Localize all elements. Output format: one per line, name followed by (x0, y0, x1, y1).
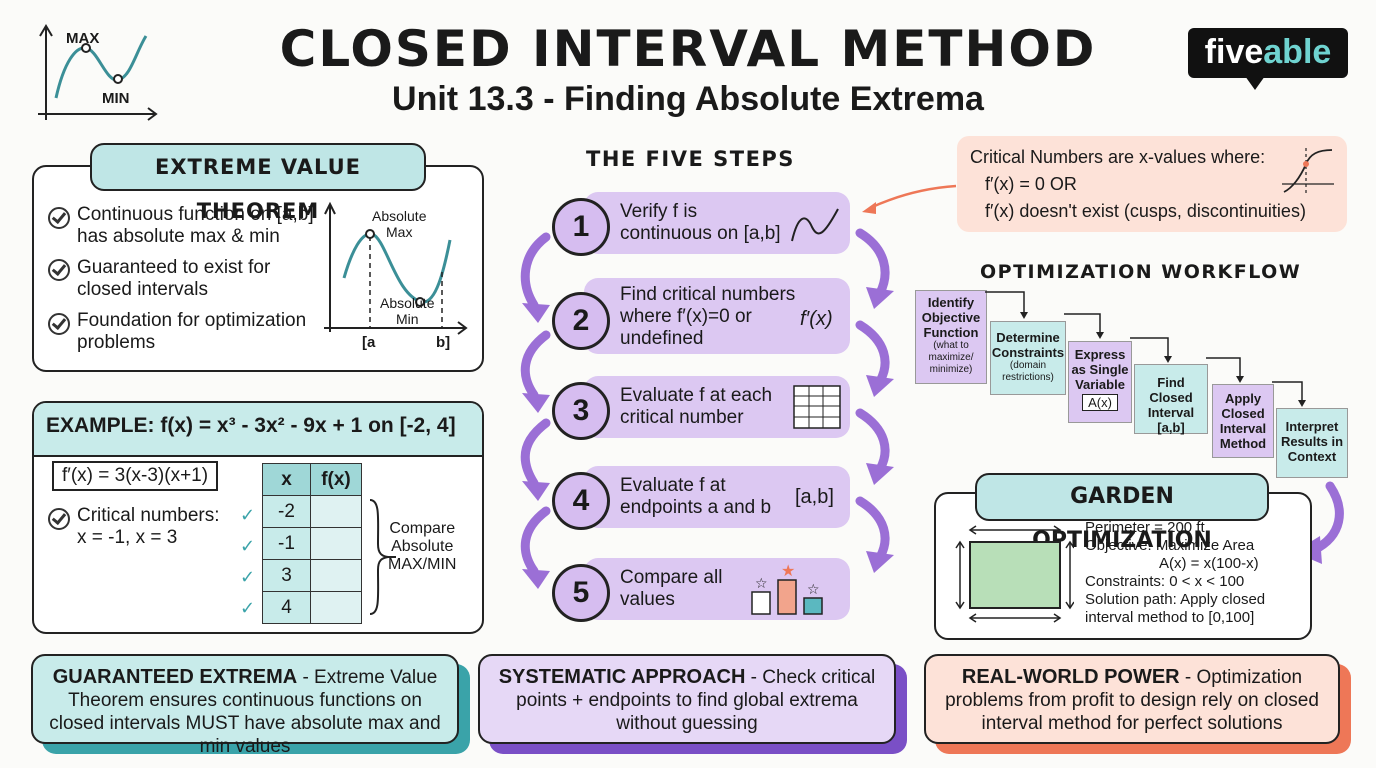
derivative-box: f′(x) = 3(x-3)(x+1) (52, 461, 219, 491)
step-1-card (584, 192, 850, 254)
page-subtitle: Unit 13.3 - Finding Absolute Extrema (392, 80, 984, 118)
corner-min-label: MIN (102, 90, 130, 107)
step-1-number: 1 (552, 198, 610, 256)
example-panel (32, 401, 484, 634)
page-title: CLOSED INTERVAL METHOD (279, 20, 1097, 78)
max-min-sketch-icon (38, 24, 158, 121)
table-header-x: x (262, 463, 311, 496)
table-header-fx: f(x) (309, 463, 363, 496)
step-4-card (584, 466, 850, 528)
derivative-icon: f′(x) (800, 308, 833, 330)
table-row: 3 (262, 559, 363, 592)
right-flow-arrows (855, 228, 894, 573)
five-steps-heading: THE FIVE STEPS (586, 147, 795, 171)
row-check-icons: ✓✓✓✓ (240, 505, 256, 618)
garden-heading: GARDEN OPTIMIZATION (975, 473, 1269, 553)
svg-text:☆: ☆ (755, 575, 768, 591)
left-flow-arrows (520, 232, 551, 589)
svg-text:☆: ☆ (807, 581, 820, 597)
curly-brace-icon (369, 499, 396, 615)
podium-icon: ☆ ★ ☆ (751, 563, 823, 615)
interval-icon: [a,b] (795, 486, 834, 508)
table-icon (793, 385, 841, 429)
check-icon (48, 508, 70, 530)
card-real-world-power: REAL-WORLD POWER - Optimization problems… (924, 654, 1340, 744)
corner-max-label: MAX (66, 30, 100, 47)
step-5-number: 5 (552, 564, 610, 622)
critical-note-line-2: f′(x) = 0 OR (985, 174, 1077, 194)
critical-note-line-3: f′(x) doesn't exist (cusps, discontinuit… (985, 201, 1306, 221)
logo-text-five: five (1204, 33, 1264, 71)
workflow-heading: OPTIMIZATION WORKFLOW (980, 261, 1302, 283)
value-table: x f(x) -2 -1 3 4 (262, 463, 363, 624)
table-row: 4 (262, 591, 363, 624)
example-heading-band (34, 403, 482, 457)
check-icon (48, 313, 70, 335)
step-3-number: 3 (552, 382, 610, 440)
card-systematic-approach: SYSTEMATIC APPROACH - Check critical poi… (478, 654, 896, 744)
garden-plot-icon (955, 525, 1074, 623)
workflow-step-1: Identify Objective Function(what to maxi… (915, 290, 987, 384)
table-row: -1 (262, 527, 363, 560)
check-icon (48, 259, 70, 281)
workflow-connectors (985, 291, 1306, 407)
step-2-number: 2 (552, 292, 610, 350)
cusp-graph-icon (1282, 148, 1334, 194)
table-row: -2 (262, 495, 363, 528)
evt-graph (324, 201, 468, 335)
workflow-step-2: Determine Constraints(domain restriction… (990, 321, 1066, 395)
check-icon (48, 207, 70, 229)
pointer-arrow (862, 184, 957, 214)
workflow-step-4: Find Closed Interval [a,b] (1134, 364, 1208, 435)
card-guaranteed-extrema: GUARANTEED EXTREMA - Extreme Value Theor… (31, 654, 459, 757)
logo-speech-tail (1245, 76, 1265, 90)
step-4-number: 4 (552, 472, 610, 530)
interval-b-label: b] (436, 334, 451, 351)
workflow-step-6: Interpret Results in Context (1276, 408, 1348, 478)
curve-icon (791, 208, 839, 242)
svg-text:★: ★ (781, 563, 795, 580)
critical-label: Critical numbers: (77, 505, 220, 526)
interval-a-label: [a (362, 334, 376, 351)
critical-values: x = -1, x = 3 (77, 527, 178, 548)
evt-heading: EXTREME VALUE THEOREM (90, 143, 426, 223)
critical-note-line-1: Critical Numbers are x-values where: (970, 147, 1266, 167)
step-2-card (584, 278, 850, 354)
garden-details: Perimeter = 200 ft Objective: Maximize A… (1085, 519, 1266, 626)
example-heading: EXAMPLE: f(x) = x³ - 3x² - 9x + 1 on [-2… (46, 414, 456, 437)
fiveable-logo[interactable]: fiveable (1188, 28, 1348, 78)
evt-item-1: Continuous function on [a,b]has absolute… (77, 204, 314, 247)
workflow-step-5: Apply Closed Interval Method (1212, 384, 1274, 458)
logo-text-able: able (1263, 33, 1332, 71)
